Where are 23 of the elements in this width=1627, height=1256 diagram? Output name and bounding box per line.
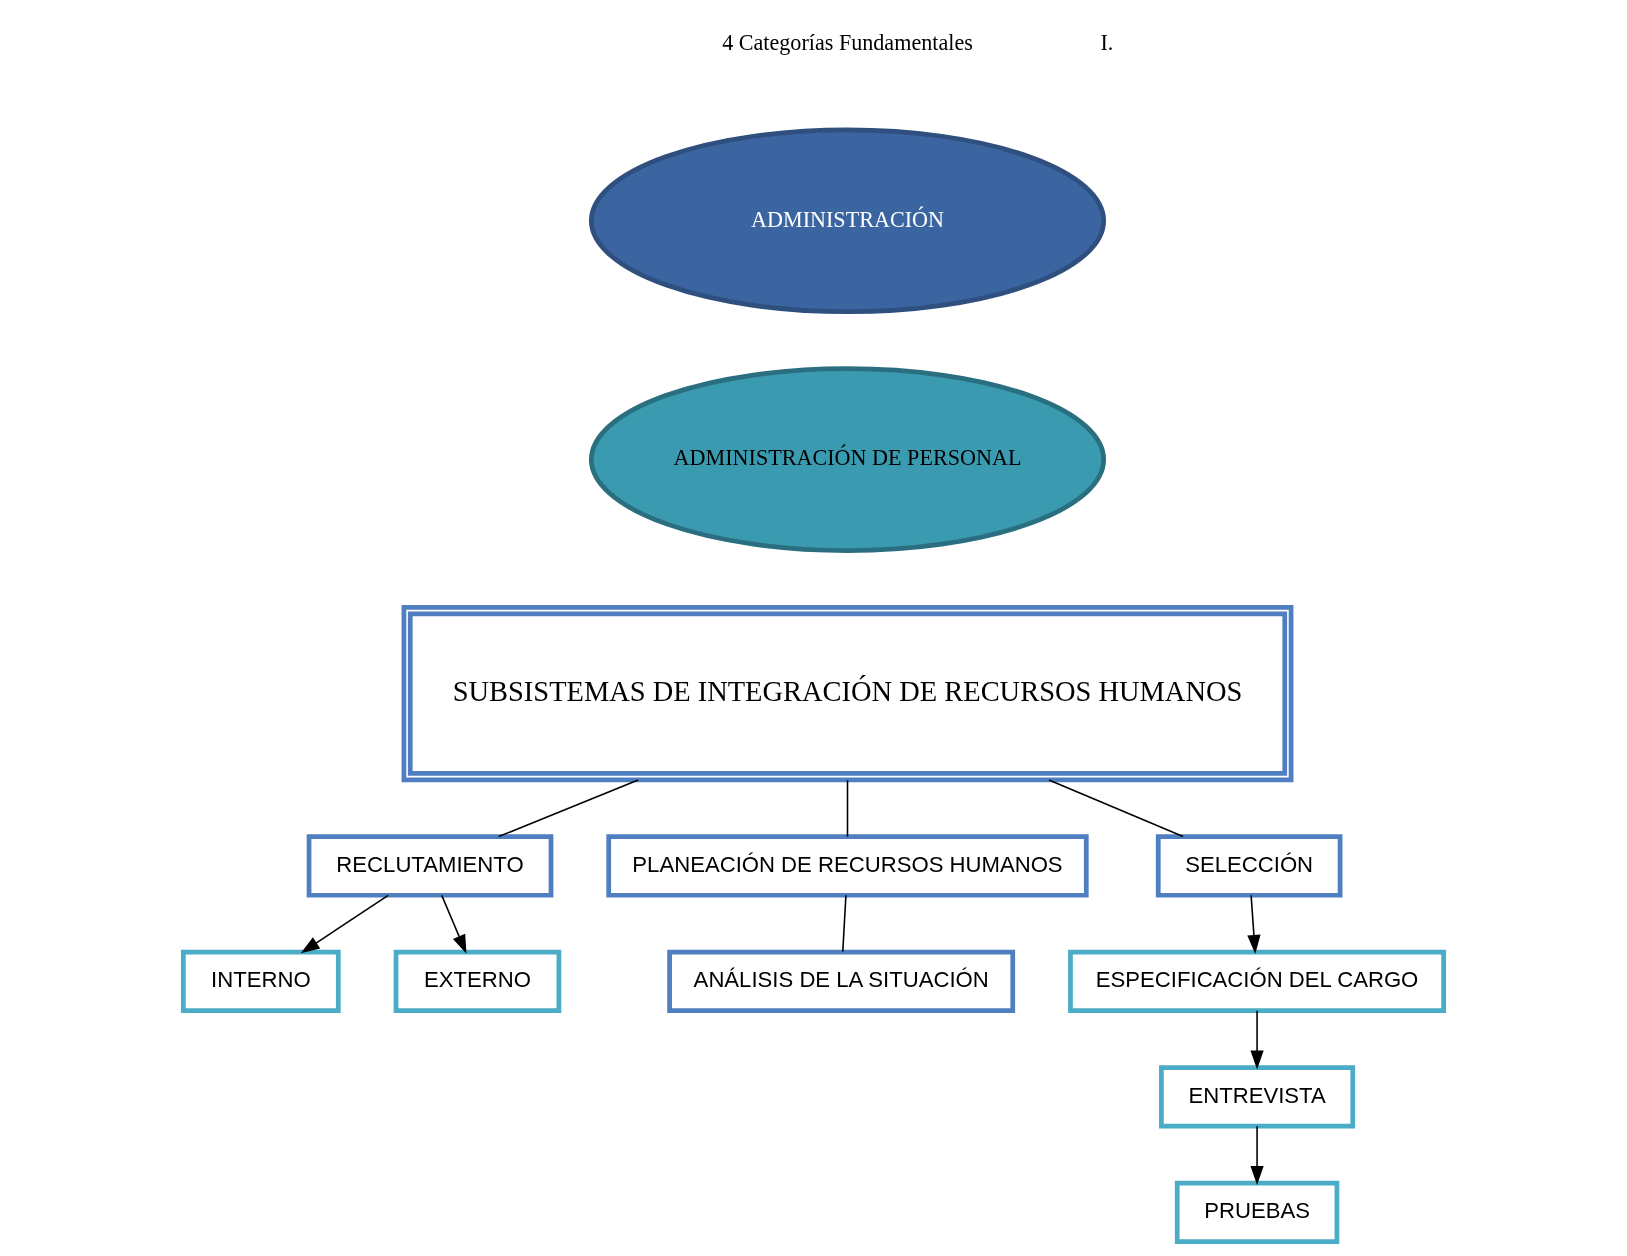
connector (1048, 779, 1184, 838)
connector (846, 779, 849, 838)
node-box: EXTERNO (393, 949, 562, 1014)
node-box: ESPECIFICACIÓN DEL CARGO (1068, 949, 1447, 1014)
arrow (300, 894, 389, 954)
connector (497, 779, 639, 838)
arrow (1250, 1125, 1264, 1185)
arrow (1250, 1010, 1264, 1070)
node-box: SUBSISTEMAS DE INTEGRACIÓN DE RECURSOS HUMANOS (401, 605, 1294, 783)
node-box: ANÁLISIS DE LA SITUACIÓN (667, 949, 1016, 1014)
label: 4 Categorías Fundamentales (722, 29, 973, 55)
arrow (440, 894, 467, 954)
connector (842, 894, 847, 953)
label: I. (1100, 29, 1114, 55)
node-box: SELECCIÓN (1155, 834, 1343, 898)
node-ellipse: ADMINISTRACIÓN (588, 127, 1107, 315)
node-box: ENTREVISTA (1159, 1065, 1356, 1129)
node-box: PLANEACIÓN DE RECURSOS HUMANOS (606, 834, 1089, 898)
node-box: PRUEBAS (1174, 1180, 1340, 1244)
node-ellipse: ADMINISTRACIÓN DE PERSONAL (588, 366, 1107, 553)
node-box: INTERNO (180, 949, 341, 1014)
arrow (1247, 894, 1261, 955)
node-box: RECLUTAMIENTO (306, 834, 554, 898)
